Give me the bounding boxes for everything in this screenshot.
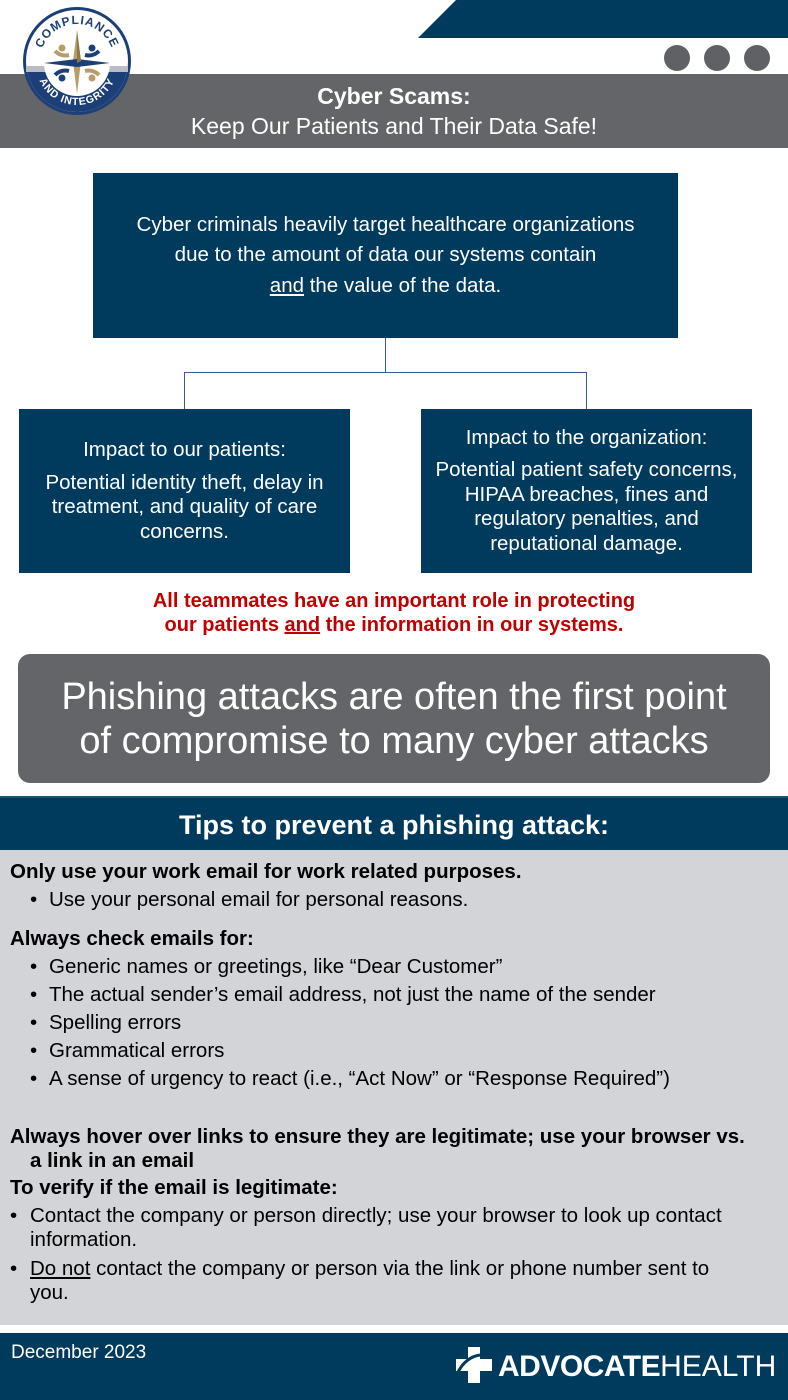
footer-date: December 2023 xyxy=(11,1342,147,1363)
tips-list-item: A sense of urgency to react (i.e., “Act … xyxy=(30,1065,670,1093)
tips-list-item: Do not contact the company or person via… xyxy=(10,1257,750,1305)
brand-name-bold: ADVOCATE xyxy=(498,1350,661,1383)
tips-list-item: The actual sender’s email address, not j… xyxy=(30,981,656,1009)
decorative-dots xyxy=(664,45,770,71)
tips-section-heading: Always check emails for: xyxy=(10,927,254,950)
intro-line-3: and the value of the data. xyxy=(93,271,678,302)
do-not-emphasis: Do not xyxy=(30,1257,91,1280)
intro-box: Cyber criminals heavily target healthcar… xyxy=(93,173,678,338)
connector-line xyxy=(184,372,185,409)
tips-header: Tips to prevent a phishing attack: xyxy=(0,796,788,850)
tips-list-item-text: contact the company or person via the li… xyxy=(30,1257,710,1304)
role-line-2: our patients and the information in our … xyxy=(0,613,788,637)
tips-list-item: Grammatical errors xyxy=(30,1037,224,1065)
tips-section-heading: To verify if the email is legitimate: xyxy=(10,1176,338,1199)
role-line-2-pre: our patients xyxy=(164,614,285,636)
page-title: Cyber Scams: xyxy=(317,83,471,109)
role-line-1: All teammates have an important role in … xyxy=(152,590,636,612)
tips-list-item: Spelling errors xyxy=(30,1009,181,1037)
tips-list-item: Contact the company or person directly; … xyxy=(10,1204,750,1252)
connector-line xyxy=(184,372,587,373)
role-emphasis: and xyxy=(284,614,321,636)
dot-icon xyxy=(704,45,730,71)
impact-patients-box: Impact to our patients: Potential identi… xyxy=(19,409,350,573)
brand-name-thin: HEALTH xyxy=(660,1350,777,1383)
top-banner-shape xyxy=(418,0,788,38)
phishing-line-2: of compromise to many cyber attacks xyxy=(79,719,709,762)
role-line-2-post: the information in our systems. xyxy=(320,614,624,636)
footer: December 2023 ADVOCATE HEALTH xyxy=(0,1333,788,1400)
impact-organization-heading: Impact to the organization: xyxy=(465,425,708,449)
connector-line xyxy=(385,338,386,373)
advocate-health-logo: ADVOCATE HEALTH xyxy=(456,1346,777,1388)
title-bar: Cyber Scams: Keep Our Patients and Their… xyxy=(0,74,788,148)
tips-list-item: Generic names or greetings, like “Dear C… xyxy=(30,953,502,981)
cross-logo-icon xyxy=(456,1346,492,1388)
tips-body: Only use your work email for work relate… xyxy=(0,850,788,1325)
page-subtitle: Keep Our Patients and Their Data Safe! xyxy=(190,113,598,139)
intro-line-3-text: the value of the data. xyxy=(304,273,502,297)
tips-section-heading: Only use your work email for work relate… xyxy=(10,860,522,883)
impact-organization-body: Potential patient safety concerns, HIPAA… xyxy=(435,458,738,555)
role-statement: All teammates have an important role in … xyxy=(0,589,788,637)
dot-icon xyxy=(744,45,770,71)
dot-icon xyxy=(664,45,690,71)
phishing-callout: Phishing attacks are often the first poi… xyxy=(18,654,770,783)
compliance-integrity-logo-icon: COMPLIANCE AND INTEGRITY xyxy=(22,6,132,116)
tips-section-heading: Always hover over links to ensure they a… xyxy=(10,1125,745,1172)
intro-line-2: due to the amount of data our systems co… xyxy=(174,243,597,267)
impact-patients-heading: Impact to our patients: xyxy=(83,438,286,461)
tips-list-item: Use your personal email for personal rea… xyxy=(30,886,468,914)
phishing-line-1: Phishing attacks are often the first poi… xyxy=(61,675,727,718)
intro-emphasis: and xyxy=(269,273,305,297)
intro-line-1: Cyber criminals heavily target healthcar… xyxy=(136,212,635,236)
connector-line xyxy=(586,372,587,409)
impact-patients-body: Potential identity theft, delay in treat… xyxy=(45,470,324,543)
impact-organization-box: Impact to the organization: Potential pa… xyxy=(421,409,752,573)
